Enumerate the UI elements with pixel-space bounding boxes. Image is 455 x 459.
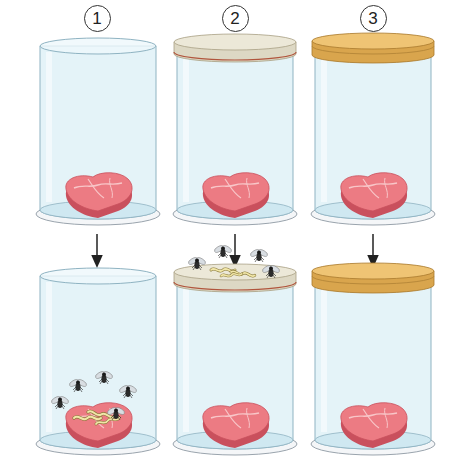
gauze-jar	[173, 34, 297, 225]
step-number-circle: 1	[84, 5, 111, 32]
arrow	[234, 234, 236, 262]
open-jar	[36, 38, 160, 225]
step-number-circle: 3	[360, 5, 387, 32]
open-jar-result	[36, 268, 160, 455]
step-number: 3	[368, 10, 377, 27]
sealed-jar-result	[311, 263, 435, 455]
step-number: 1	[92, 10, 101, 27]
step-number: 2	[230, 10, 239, 27]
arrow	[372, 234, 374, 262]
arrow	[96, 234, 98, 262]
step-number-circle: 2	[222, 5, 249, 32]
sealed-jar	[311, 33, 435, 225]
gauze-jar-result	[173, 244, 297, 455]
